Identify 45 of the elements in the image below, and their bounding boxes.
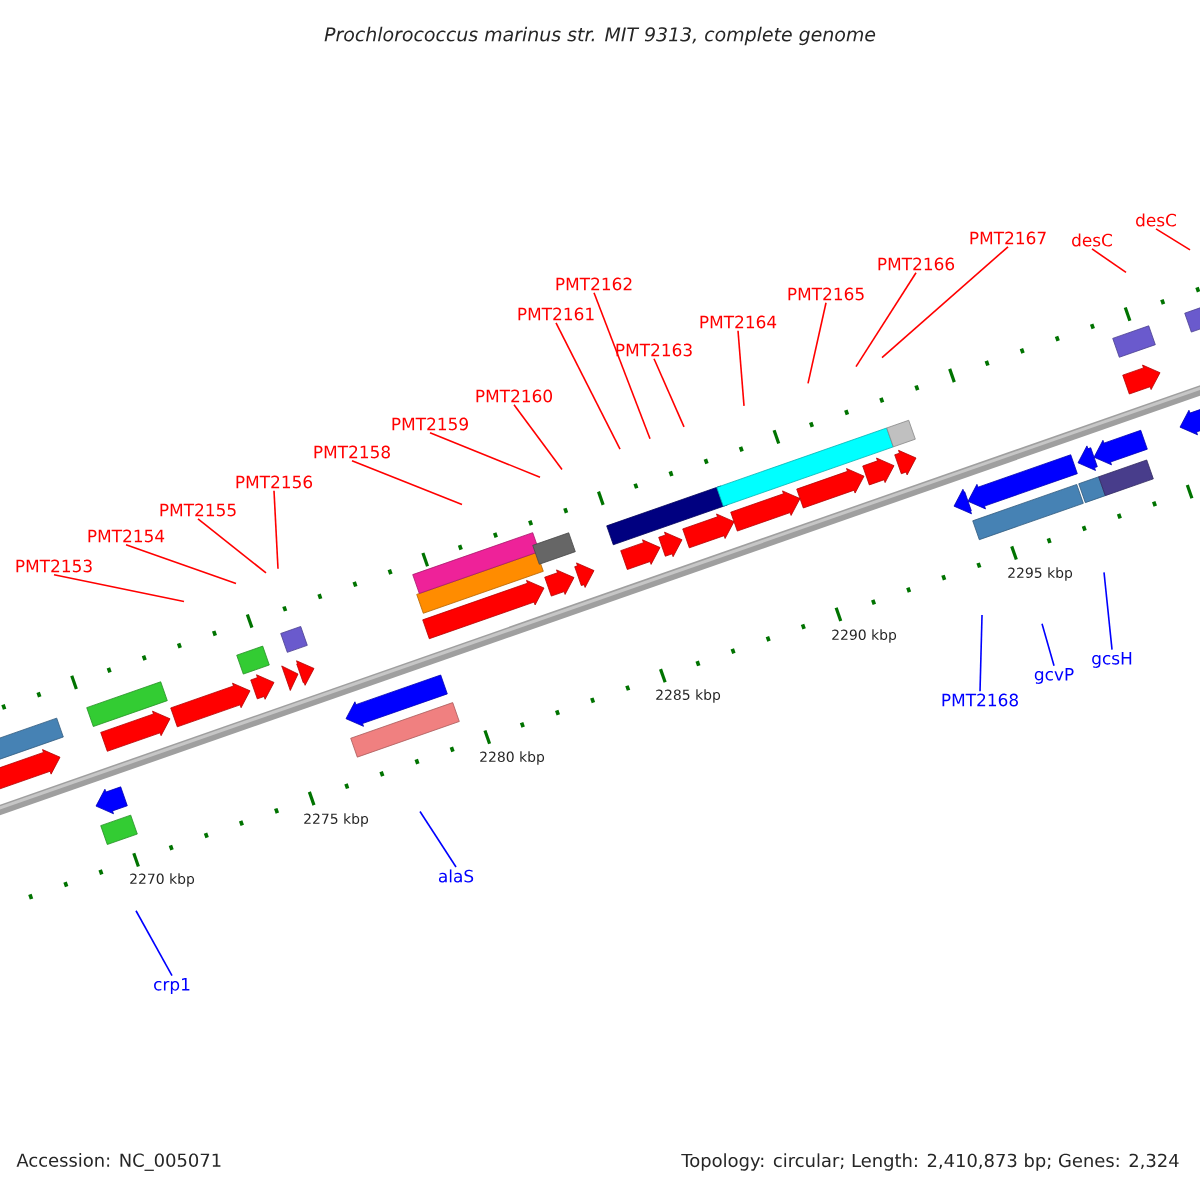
gene-label: PMT2168: [942, 693, 1018, 707]
gene-label: desC: [1136, 213, 1176, 227]
gene-label: PMT2153: [16, 559, 92, 573]
leader-line: [351, 460, 463, 506]
leader-line: [979, 614, 983, 692]
leader-line: [53, 574, 185, 603]
gene-label: PMT2164: [700, 315, 777, 329]
leader-line: [1041, 622, 1055, 667]
gene-label: PMT2165: [788, 287, 864, 301]
leader-line: [737, 330, 745, 407]
leader-line: [653, 358, 685, 428]
gene-label: PMT2160: [476, 389, 552, 403]
leader-line: [1091, 248, 1127, 274]
leader-line: [555, 322, 621, 450]
gene-label: PMT2166: [878, 257, 955, 271]
leader-line: [807, 302, 827, 385]
leader-line: [513, 404, 563, 471]
gene-label: crp1: [154, 978, 190, 994]
title: Prochlorococcus marinus str. MIT 9313, complete genome: [324, 26, 876, 46]
footer-text: Accession: NC_005071: [16, 1153, 221, 1171]
gene-label: PMT2162: [556, 277, 632, 291]
leader-line: [593, 292, 651, 440]
gene-label: PMT2163: [616, 343, 692, 357]
gene-label: PMT2155: [160, 503, 236, 517]
gene-label: desC: [1072, 233, 1112, 247]
leader-line: [855, 272, 917, 368]
leader-line: [125, 544, 237, 585]
gene-label: PMT2158: [314, 445, 390, 459]
gene-label: PMT2167: [970, 231, 1046, 245]
gene-label: alaS: [438, 869, 474, 883]
leader-line: [429, 432, 541, 478]
leader-line: [419, 810, 457, 868]
leader-line: [135, 909, 173, 977]
gene-label: PMT2161: [518, 307, 594, 321]
gene-label: PMT2156: [236, 475, 313, 489]
leader-line: [273, 490, 279, 570]
gene-label: PMT2154: [88, 529, 165, 543]
leader-line: [1155, 228, 1191, 251]
leader-line: [881, 246, 1009, 359]
gene-label: gcsH: [1092, 652, 1132, 668]
gene-label: gcvP: [1034, 668, 1074, 684]
leader-line: [197, 518, 267, 574]
footer-text: Topology: circular; Length: 2,410,873 bp; Genes: 2,324: [681, 1153, 1179, 1171]
gene-label: PMT2159: [392, 417, 468, 431]
leader-line: [1103, 571, 1113, 651]
